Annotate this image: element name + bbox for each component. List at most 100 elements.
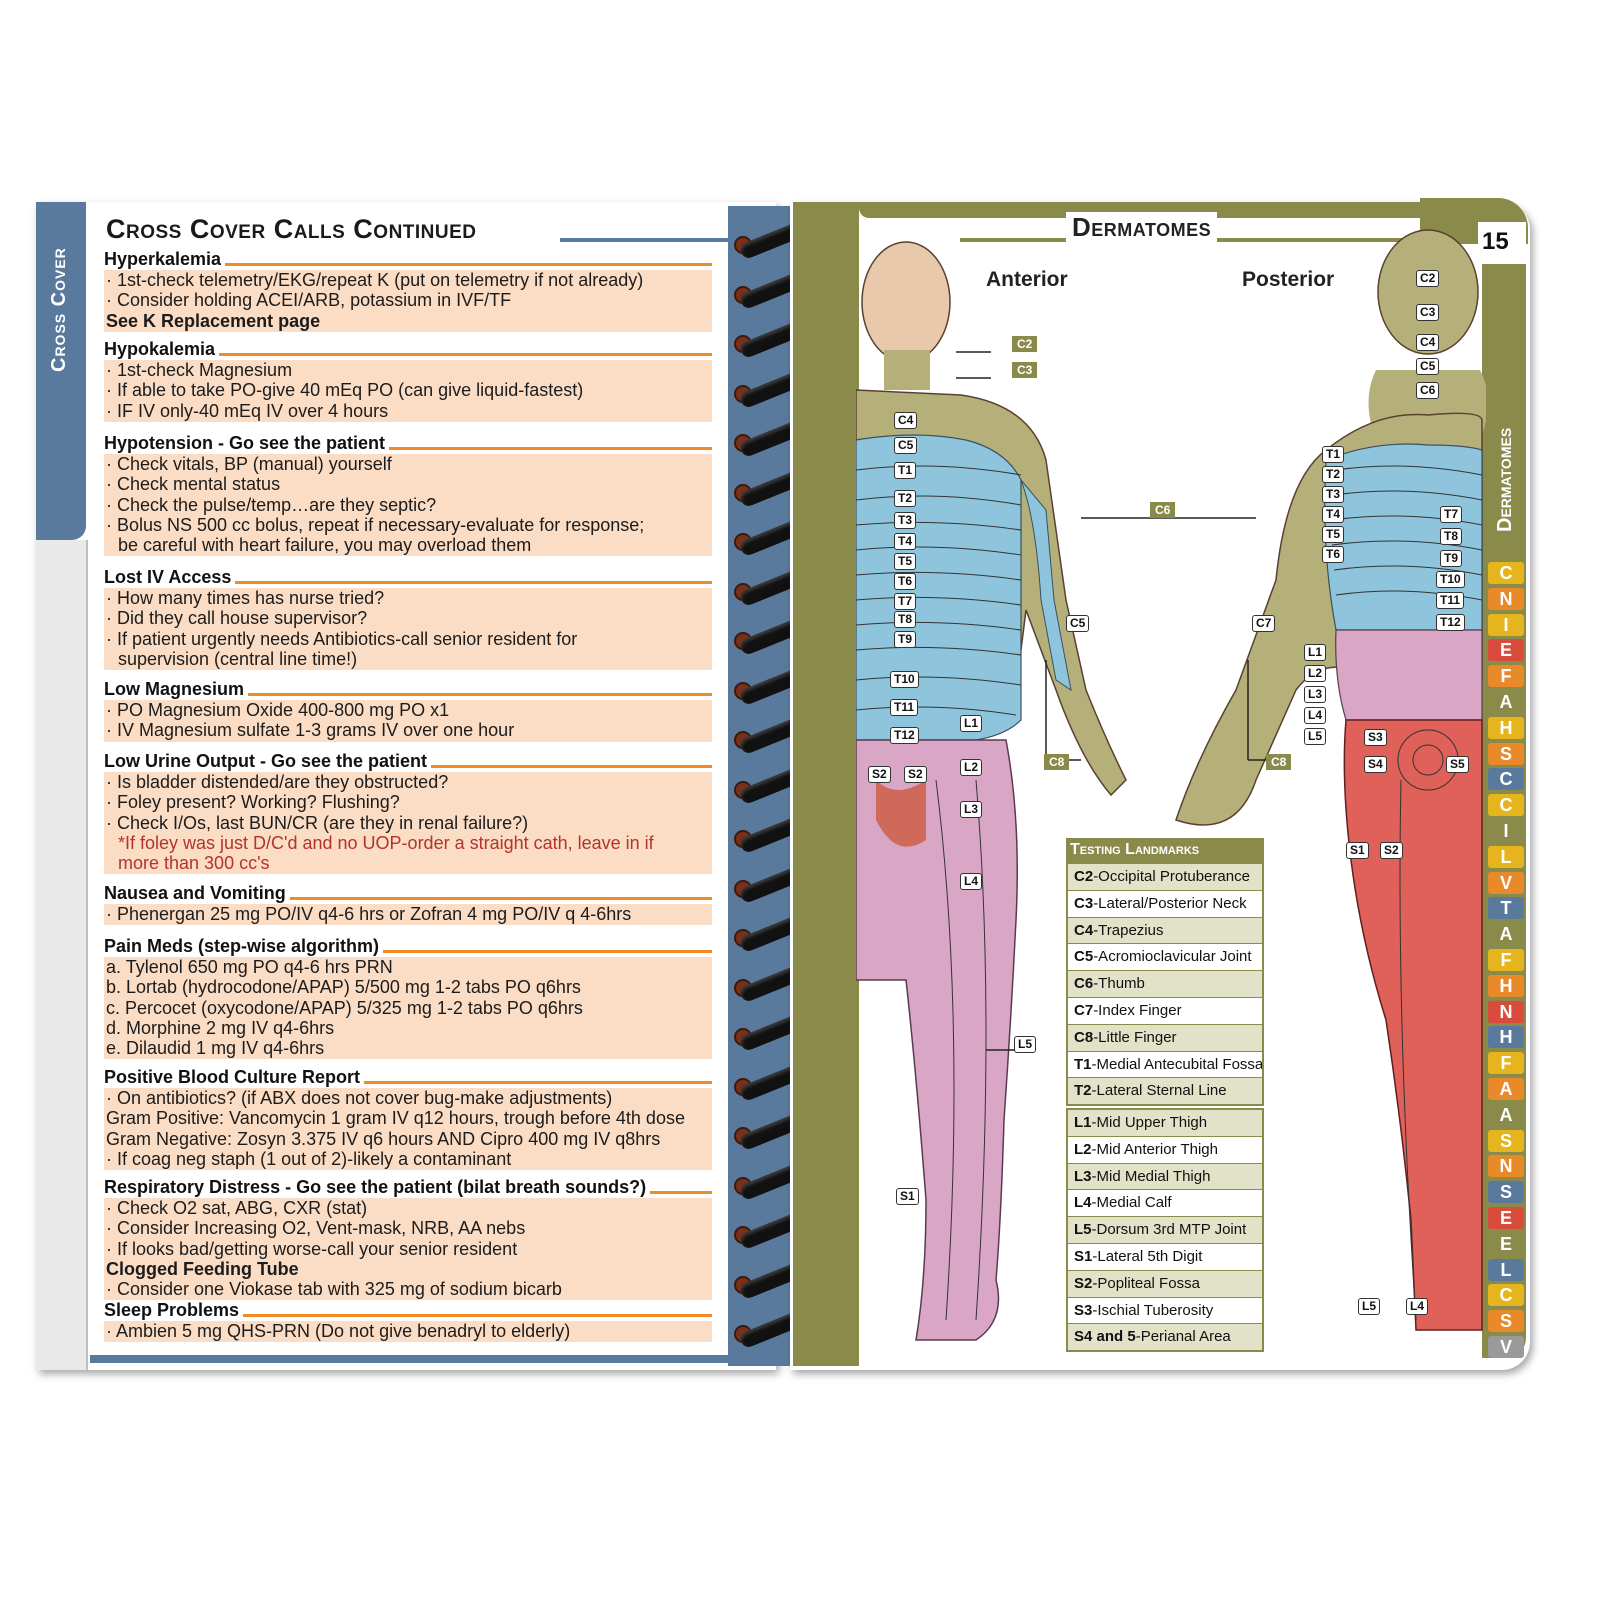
section-line: · Bolus NS 500 cc bolus, repeat if neces… <box>106 514 645 535</box>
index-tab-letter[interactable]: A <box>1488 1103 1524 1126</box>
pointer-dermatome-label: C6 <box>1150 502 1176 518</box>
section-line: · 1st-check Magnesium <box>106 360 293 380</box>
section-line: · Consider Increasing O2, Vent-mask, NRB… <box>106 1218 526 1239</box>
landmark-row: T2-Lateral Sternal Line <box>1068 1078 1262 1105</box>
index-tab-letter[interactable]: V <box>1488 871 1524 894</box>
landmark-code: C4 <box>1074 921 1094 939</box>
anterior-dermatome-label: C4 <box>894 412 918 429</box>
landmark-code: L5 <box>1074 1221 1092 1239</box>
index-tab-letter[interactable]: S <box>1488 742 1524 765</box>
index-tab-letter[interactable]: L <box>1488 1258 1524 1281</box>
index-tab-letter[interactable]: C <box>1488 562 1524 584</box>
index-tab-letter[interactable]: N <box>1488 1000 1524 1023</box>
section-line: supervision (central line time!) <box>118 648 358 669</box>
dermatomes-title: Dermatomes <box>1066 212 1218 243</box>
index-tab-letter[interactable]: C <box>1488 1284 1524 1307</box>
landmark-description: -Thumb <box>1093 975 1145 993</box>
index-tab-letter[interactable]: H <box>1488 1026 1524 1049</box>
index-tab-letter[interactable]: I <box>1488 820 1524 842</box>
posterior-dermatome-label: L1 <box>1304 644 1327 661</box>
posterior-dermatome-label: L4 <box>1304 707 1327 724</box>
posterior-dermatome-label: T7 <box>1440 506 1463 523</box>
anterior-dermatome-label: T12 <box>890 727 919 744</box>
section-body: · How many times has nurse tried?· Did t… <box>104 588 712 671</box>
landmark-row: S4 and 5-Perianal Area <box>1068 1324 1262 1351</box>
index-tab-letter[interactable]: L <box>1488 845 1524 868</box>
anterior-figure <box>856 241 1127 1341</box>
landmark-row: C7-Index Finger <box>1068 998 1262 1025</box>
index-tab-letter[interactable]: I <box>1488 613 1524 636</box>
section-line: · Consider one Viokase tab with 325 mg o… <box>106 1279 562 1300</box>
landmark-code: T1 <box>1074 1055 1092 1073</box>
posterior-dermatome-label: T1 <box>1322 446 1345 463</box>
index-tab-letter[interactable]: H <box>1488 716 1524 739</box>
landmark-row: C8-Little Finger <box>1068 1024 1262 1052</box>
anterior-lumbar-zone <box>856 739 1018 1341</box>
index-tab-letter[interactable]: A <box>1488 923 1524 946</box>
section-line: · PO Magnesium Oxide 400-800 mg PO x1 <box>106 700 450 720</box>
landmark-code: C8 <box>1074 1028 1094 1046</box>
index-tab-letter[interactable]: E <box>1488 1232 1524 1255</box>
index-tab-letter[interactable]: E <box>1488 639 1524 662</box>
anterior-dermatome-label: S2 <box>904 766 927 783</box>
index-tab-dermatomes[interactable]: Dermatomes <box>1494 427 1516 532</box>
section-heading-text: Positive Blood Culture Report <box>104 1067 365 1087</box>
landmark-row: L4-Medial Calf <box>1068 1190 1262 1218</box>
section-line: · How many times has nurse tried? <box>106 588 385 608</box>
section-line: · If looks bad/getting worse-call your s… <box>106 1238 518 1259</box>
section: Hypokalemia· 1st-check Magnesium· If abl… <box>104 338 712 422</box>
landmark-code: L3 <box>1074 1167 1092 1185</box>
landmark-description: -Acromioclavicular Joint <box>1093 948 1252 966</box>
section-line: · Ambien 5 mg QHS-PRN (Do not give benad… <box>106 1321 571 1341</box>
index-tab-letter[interactable]: A <box>1488 1078 1524 1100</box>
index-tab-letter[interactable]: A <box>1488 691 1524 713</box>
posterior-head <box>1377 229 1479 355</box>
section-heading-text: Hyperkalemia <box>104 249 226 269</box>
section-tab-label: Cross Cover <box>48 247 70 372</box>
section-heading: Respiratory Distress - Go see the patien… <box>104 1176 712 1198</box>
section: Pain Meds (step-wise algorithm)a. Tyleno… <box>104 935 712 1060</box>
posterior-dermatome-label: C4 <box>1416 334 1440 351</box>
index-tab-letter[interactable]: V <box>1488 1336 1524 1358</box>
posterior-dermatome-label: T12 <box>1436 614 1465 631</box>
section-body: · Ambien 5 mg QHS-PRN (Do not give benad… <box>104 1321 712 1343</box>
posterior-dermatome-label: L3 <box>1304 686 1327 703</box>
anterior-head <box>861 241 951 363</box>
section-line: be careful with heart failure, you may o… <box>118 535 532 556</box>
landmark-code: T2 <box>1074 1082 1092 1100</box>
landmark-code: C6 <box>1074 975 1094 993</box>
section-tab-cross-cover[interactable] <box>36 202 86 540</box>
index-tab-letter[interactable]: T <box>1488 897 1524 920</box>
index-tab-letter[interactable]: C <box>1488 794 1524 817</box>
section-heading: Lost IV Access <box>104 566 712 588</box>
section-heading: Nausea and Vomiting <box>104 882 712 904</box>
dermatome-illustration <box>856 229 1486 1341</box>
landmark-code: L2 <box>1074 1140 1092 1158</box>
index-tab-letter[interactable]: S <box>1488 1181 1524 1204</box>
landmark-row: C6-Thumb <box>1068 971 1262 998</box>
index-tab-letter[interactable]: C <box>1488 768 1524 791</box>
anterior-dermatome-label: L1 <box>960 715 983 732</box>
index-tab-letter[interactable]: N <box>1488 587 1524 610</box>
index-tab-letter[interactable]: S <box>1488 1310 1524 1333</box>
index-tab-letter[interactable]: F <box>1488 949 1524 971</box>
landmark-code: L1 <box>1074 1114 1092 1131</box>
index-tab-letter[interactable]: F <box>1488 1052 1524 1075</box>
section-body: · Phenergan 25 mg PO/IV q4-6 hrs or Zofr… <box>104 904 712 926</box>
index-tab-letter[interactable]: H <box>1488 974 1524 997</box>
posterior-sacral-zone <box>1343 719 1483 1331</box>
index-tab-letter[interactable]: N <box>1488 1155 1524 1178</box>
posterior-dermatome-label: T10 <box>1436 571 1465 588</box>
section-line: a. Tylenol 650 mg PO q4-6 hrs PRN <box>106 957 393 977</box>
section-line: · IV Magnesium sulfate 1-3 grams IV over… <box>106 720 515 741</box>
landmark-code: C7 <box>1074 1001 1094 1019</box>
landmark-description: -Medial Antecubital Fossa <box>1091 1055 1262 1073</box>
index-tab-letter[interactable]: F <box>1488 665 1524 688</box>
index-tab-letter[interactable]: S <box>1488 1129 1524 1152</box>
anterior-dermatome-label: T2 <box>894 490 917 507</box>
landmark-row: S3-Ischial Tuberosity <box>1068 1298 1262 1325</box>
section-heading: Hypotension - Go see the patient <box>104 432 712 454</box>
index-tab-letter[interactable]: E <box>1488 1207 1524 1229</box>
